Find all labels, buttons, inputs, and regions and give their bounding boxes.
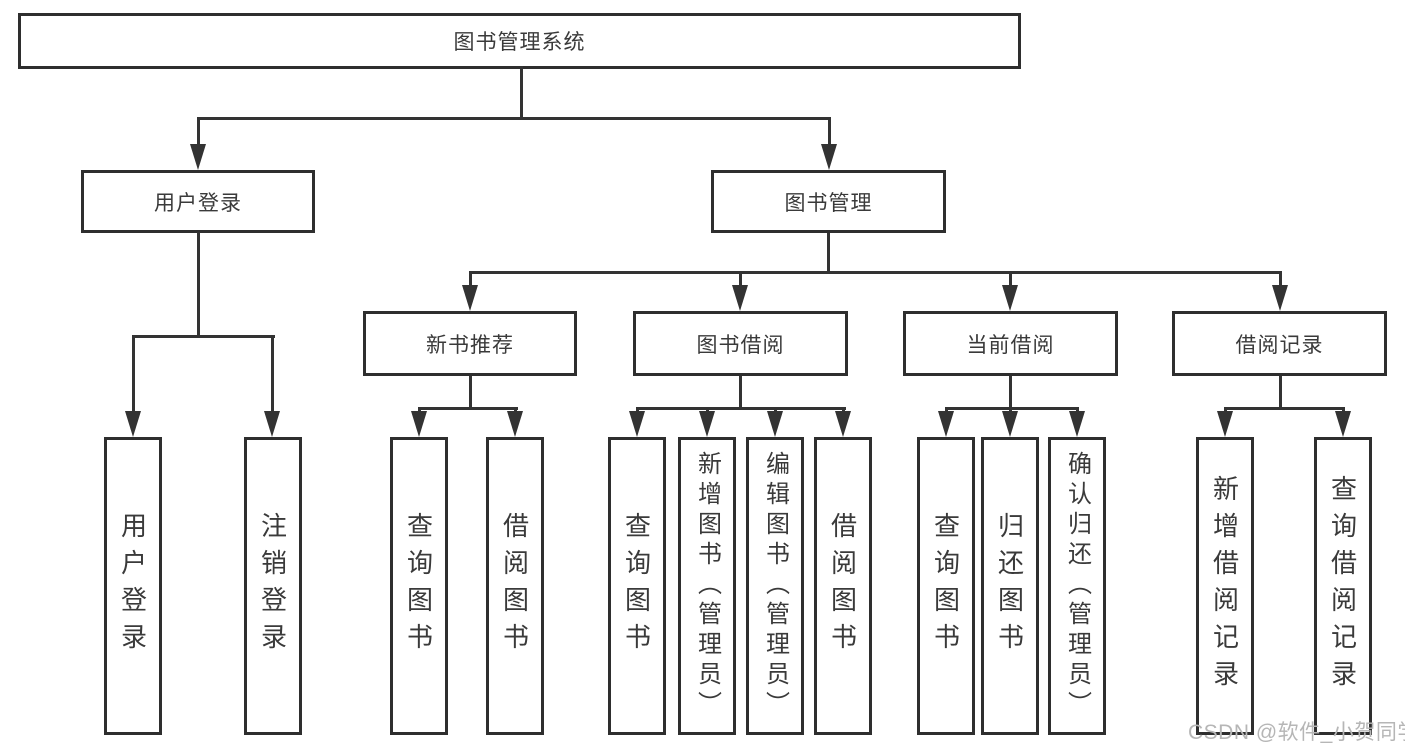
leaf-logout: 注销登录 <box>244 437 302 735</box>
node-user-login: 用户登录 <box>81 170 315 233</box>
arrow-down-icon <box>1272 285 1288 311</box>
arrow-down-icon <box>1217 411 1233 437</box>
node-label: 查询图书 <box>930 512 961 660</box>
node-borrowing-records: 借阅记录 <box>1172 311 1387 376</box>
node-label: 归还图书 <box>994 512 1025 660</box>
connector-line <box>1224 407 1345 410</box>
leaf-borrow-books-borrowing: 借阅图书 <box>814 437 872 735</box>
arrow-down-icon <box>732 285 748 311</box>
node-label: 查询图书 <box>403 512 434 660</box>
node-label: 图书管理系统 <box>453 31 586 54</box>
node-label: 编辑图书（管理员） <box>761 451 789 721</box>
arrow-down-icon <box>462 285 478 311</box>
connector-line <box>828 117 831 147</box>
node-label: 查询借阅记录 <box>1327 475 1358 697</box>
node-book-borrowing: 图书借阅 <box>633 311 848 376</box>
node-label: 借阅图书 <box>499 512 530 660</box>
node-label: 确认归还（管理员） <box>1063 451 1091 721</box>
arrow-down-icon <box>1069 411 1085 437</box>
node-label: 当前借阅 <box>966 333 1055 357</box>
arrow-down-icon <box>507 411 523 437</box>
connector-line <box>520 66 523 119</box>
connector-line <box>636 407 846 410</box>
node-label: 图书借阅 <box>696 333 785 357</box>
connector-line <box>739 376 742 410</box>
arrow-down-icon <box>767 411 783 437</box>
connector-line <box>469 271 472 288</box>
leaf-user-login: 用户登录 <box>104 437 162 735</box>
watermark: CSDN @软件_小贺同学 <box>1188 721 1405 744</box>
leaf-query-books-borrowing: 查询图书 <box>608 437 666 735</box>
connector-line <box>197 232 200 338</box>
leaf-query-books-current: 查询图书 <box>917 437 975 735</box>
arrow-down-icon <box>699 411 715 437</box>
node-label: 新书推荐 <box>426 333 514 357</box>
arrow-down-icon <box>629 411 645 437</box>
connector-line <box>197 117 831 120</box>
node-label: 查询图书 <box>621 512 652 660</box>
leaf-add-books-admin: 新增图书（管理员） <box>678 437 736 735</box>
connector-line <box>418 407 518 410</box>
connector-line <box>1009 376 1012 410</box>
leaf-edit-books-admin: 编辑图书（管理员） <box>746 437 804 735</box>
leaf-query-borrow-record: 查询借阅记录 <box>1314 437 1372 735</box>
arrow-down-icon <box>821 144 837 170</box>
node-label: 图书管理 <box>784 191 873 215</box>
arrow-down-icon <box>938 411 954 437</box>
node-label: 新增图书（管理员） <box>693 451 721 721</box>
leaf-query-books-recommend: 查询图书 <box>390 437 448 735</box>
connector-line <box>827 233 830 273</box>
leaf-borrow-books-recommend: 借阅图书 <box>486 437 544 735</box>
node-label: 借阅记录 <box>1235 333 1324 357</box>
arrow-down-icon <box>264 411 280 437</box>
connector-line <box>271 335 274 415</box>
connector-line <box>739 271 742 288</box>
arrow-down-icon <box>411 411 427 437</box>
connector-line <box>469 376 472 410</box>
node-root: 图书管理系统 <box>18 13 1021 69</box>
leaf-confirm-return-admin: 确认归还（管理员） <box>1048 437 1106 735</box>
connector-line <box>1009 271 1012 288</box>
connector-line <box>945 407 1079 410</box>
node-label: 注销登录 <box>257 512 288 660</box>
node-label: 用户登录 <box>117 512 148 660</box>
leaf-add-borrow-record: 新增借阅记录 <box>1196 437 1254 735</box>
node-new-book-recommendation: 新书推荐 <box>363 311 577 376</box>
connector-line <box>132 335 275 338</box>
connector-line <box>132 335 135 415</box>
connector-line <box>1279 376 1282 410</box>
node-current-borrowing: 当前借阅 <box>903 311 1118 376</box>
connector-line <box>469 271 1282 274</box>
node-book-management: 图书管理 <box>711 170 946 233</box>
connector-line <box>1279 271 1282 288</box>
arrow-down-icon <box>1002 285 1018 311</box>
arrow-down-icon <box>190 144 206 170</box>
arrow-down-icon <box>125 411 141 437</box>
connector-line <box>197 117 200 147</box>
arrow-down-icon <box>1335 411 1351 437</box>
leaf-return-books: 归还图书 <box>981 437 1039 735</box>
node-label: 新增借阅记录 <box>1209 475 1240 697</box>
arrow-down-icon <box>1002 411 1018 437</box>
node-label: 用户登录 <box>154 191 242 215</box>
arrow-down-icon <box>835 411 851 437</box>
node-label: 借阅图书 <box>827 512 858 660</box>
